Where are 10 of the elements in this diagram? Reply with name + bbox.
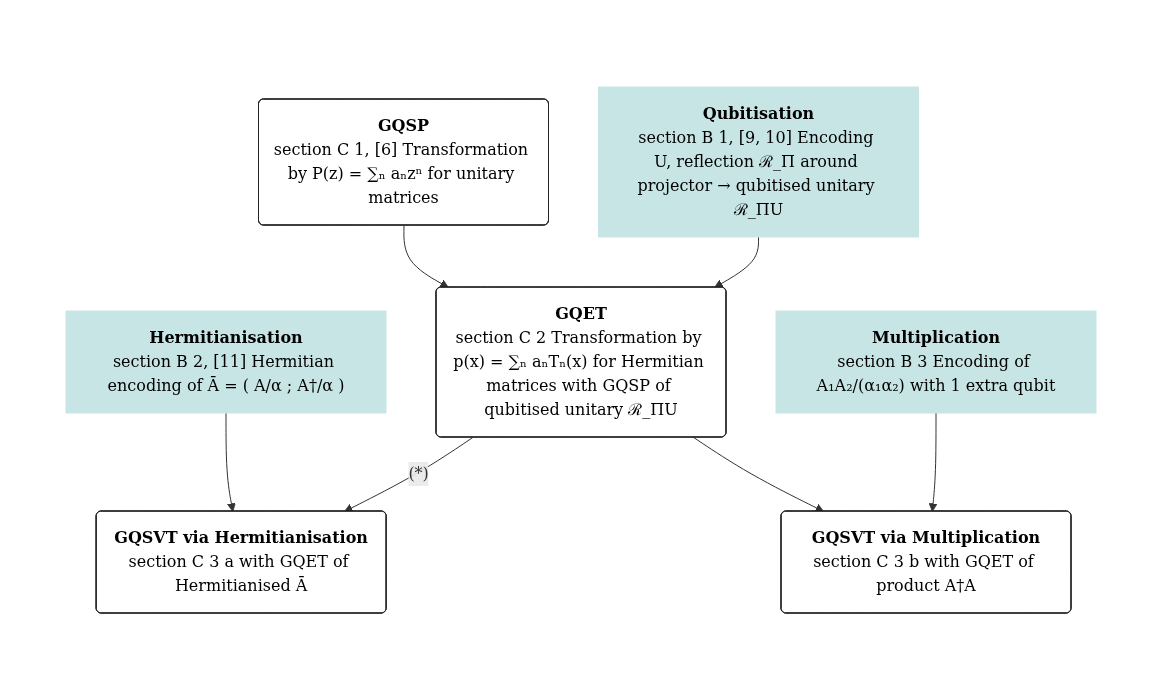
arrow (692, 437, 824, 512)
arrow (928, 412, 937, 512)
node-box: Hermitianisation section B 2, [11] Hermitian encoding of Ā = ( A/α ; A†/α ) (65, 310, 386, 414)
arrow (225, 412, 236, 512)
arrow (343, 437, 473, 512)
arrow (713, 236, 759, 288)
node-box: Multiplication section B 3 Encoding of A₁A₂/(α₁α₂) with 1 extra qubit (775, 310, 1096, 414)
edge-label: (*) (407, 464, 429, 483)
arrow (402, 225, 449, 288)
node-box: Qubitisation section B 1, [9, 10] Encoding U, reflection ℛ_Π around projector → qubitised unitary ℛ_ΠU (597, 86, 919, 238)
